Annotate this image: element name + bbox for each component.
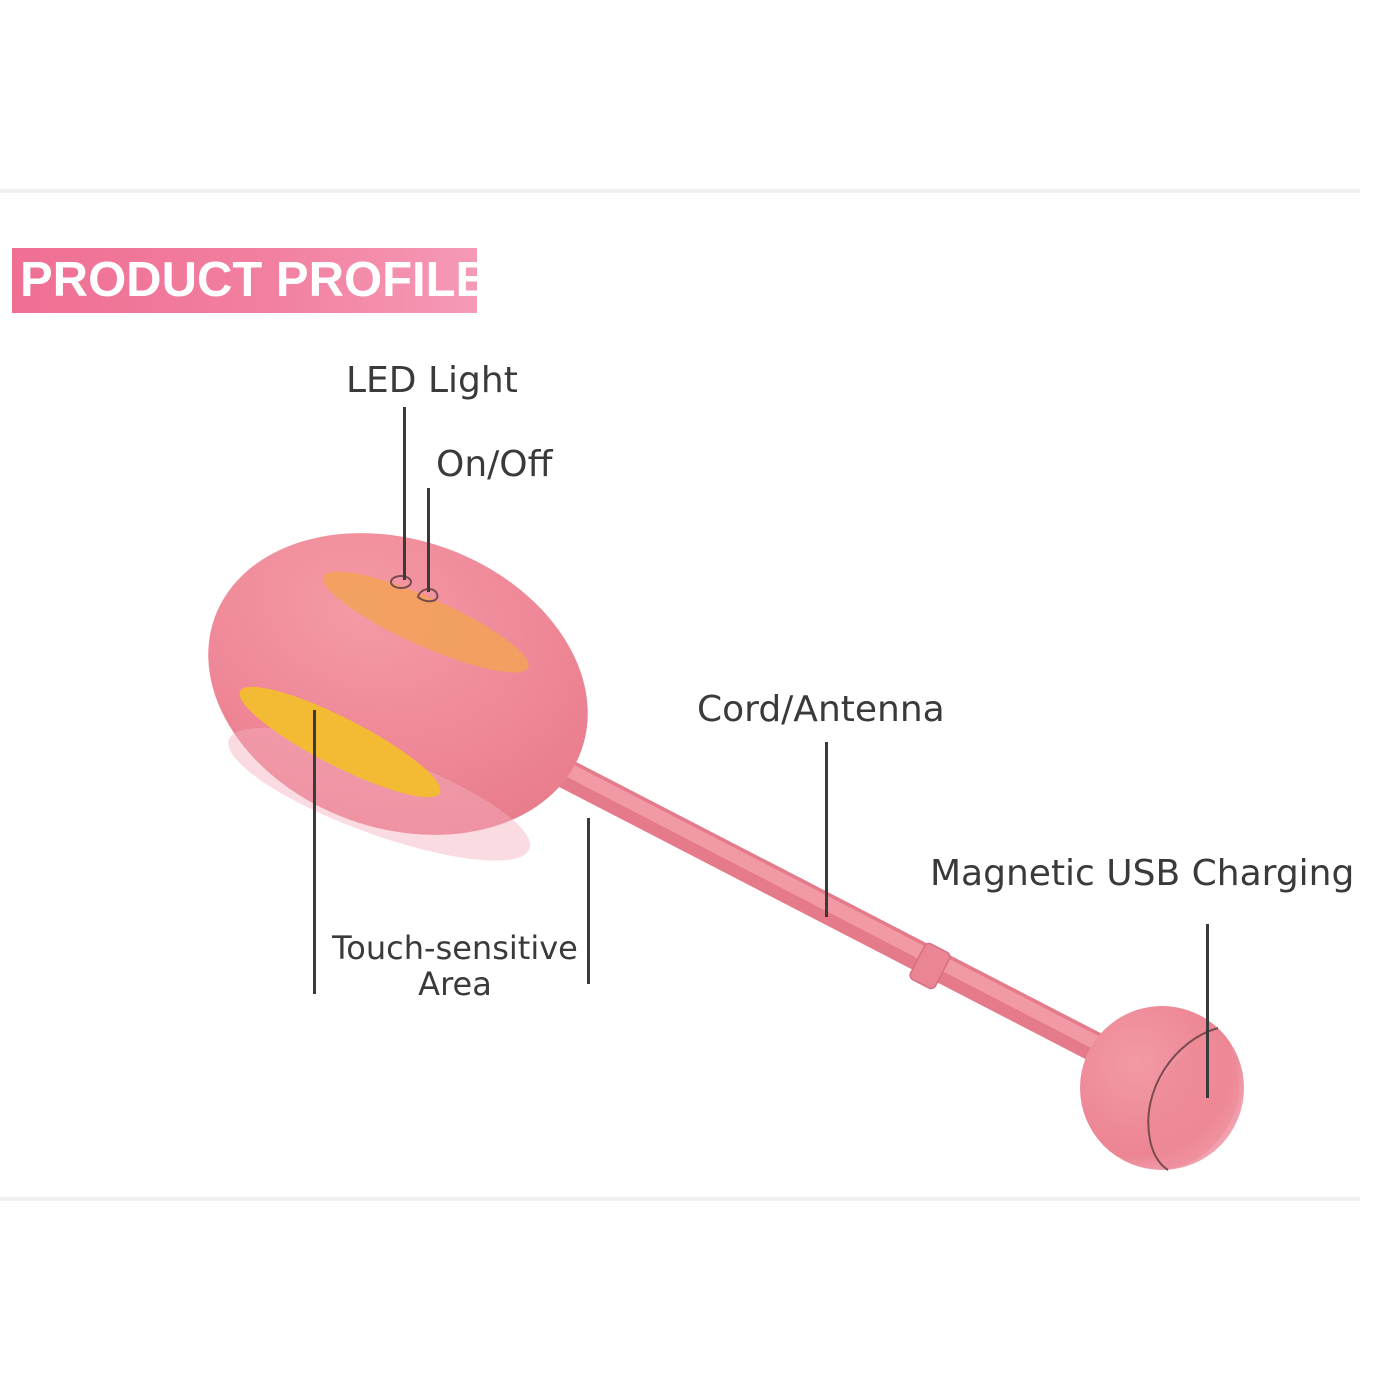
led-light-icon — [390, 575, 412, 589]
cord-antenna-label: Cord/Antenna — [697, 689, 945, 730]
power-button-icon — [416, 588, 439, 603]
led-light-leader — [403, 407, 406, 580]
on-off-leader — [427, 488, 430, 592]
touch-left-leader — [313, 710, 316, 994]
top-divider — [0, 189, 1360, 193]
egg-body — [208, 533, 588, 861]
magnetic-usb-leader — [1206, 924, 1209, 1098]
cord-joint — [909, 942, 951, 990]
badge-title: PRODUCT PROFILE — [20, 253, 489, 307]
cord-antenna-leader — [825, 742, 828, 917]
charging-ball — [1080, 1006, 1244, 1171]
touch-sensitive-label: Touch-sensitive Area — [330, 930, 580, 1002]
touch-right-leader — [587, 818, 590, 984]
touch-sensitive-line1: Touch-sensitive — [332, 929, 578, 967]
touch-strip-upper — [323, 571, 529, 673]
touch-strip-lower — [239, 686, 441, 798]
touch-sensitive-line2: Area — [418, 965, 492, 1003]
on-off-label: On/Off — [436, 444, 553, 485]
magnetic-usb-charging-label: Magnetic USB Charging — [930, 853, 1355, 894]
product-profile-badge: PRODUCT PROFILE — [12, 248, 488, 313]
led-light-label: LED Light — [346, 360, 518, 401]
bottom-divider — [0, 1197, 1360, 1201]
